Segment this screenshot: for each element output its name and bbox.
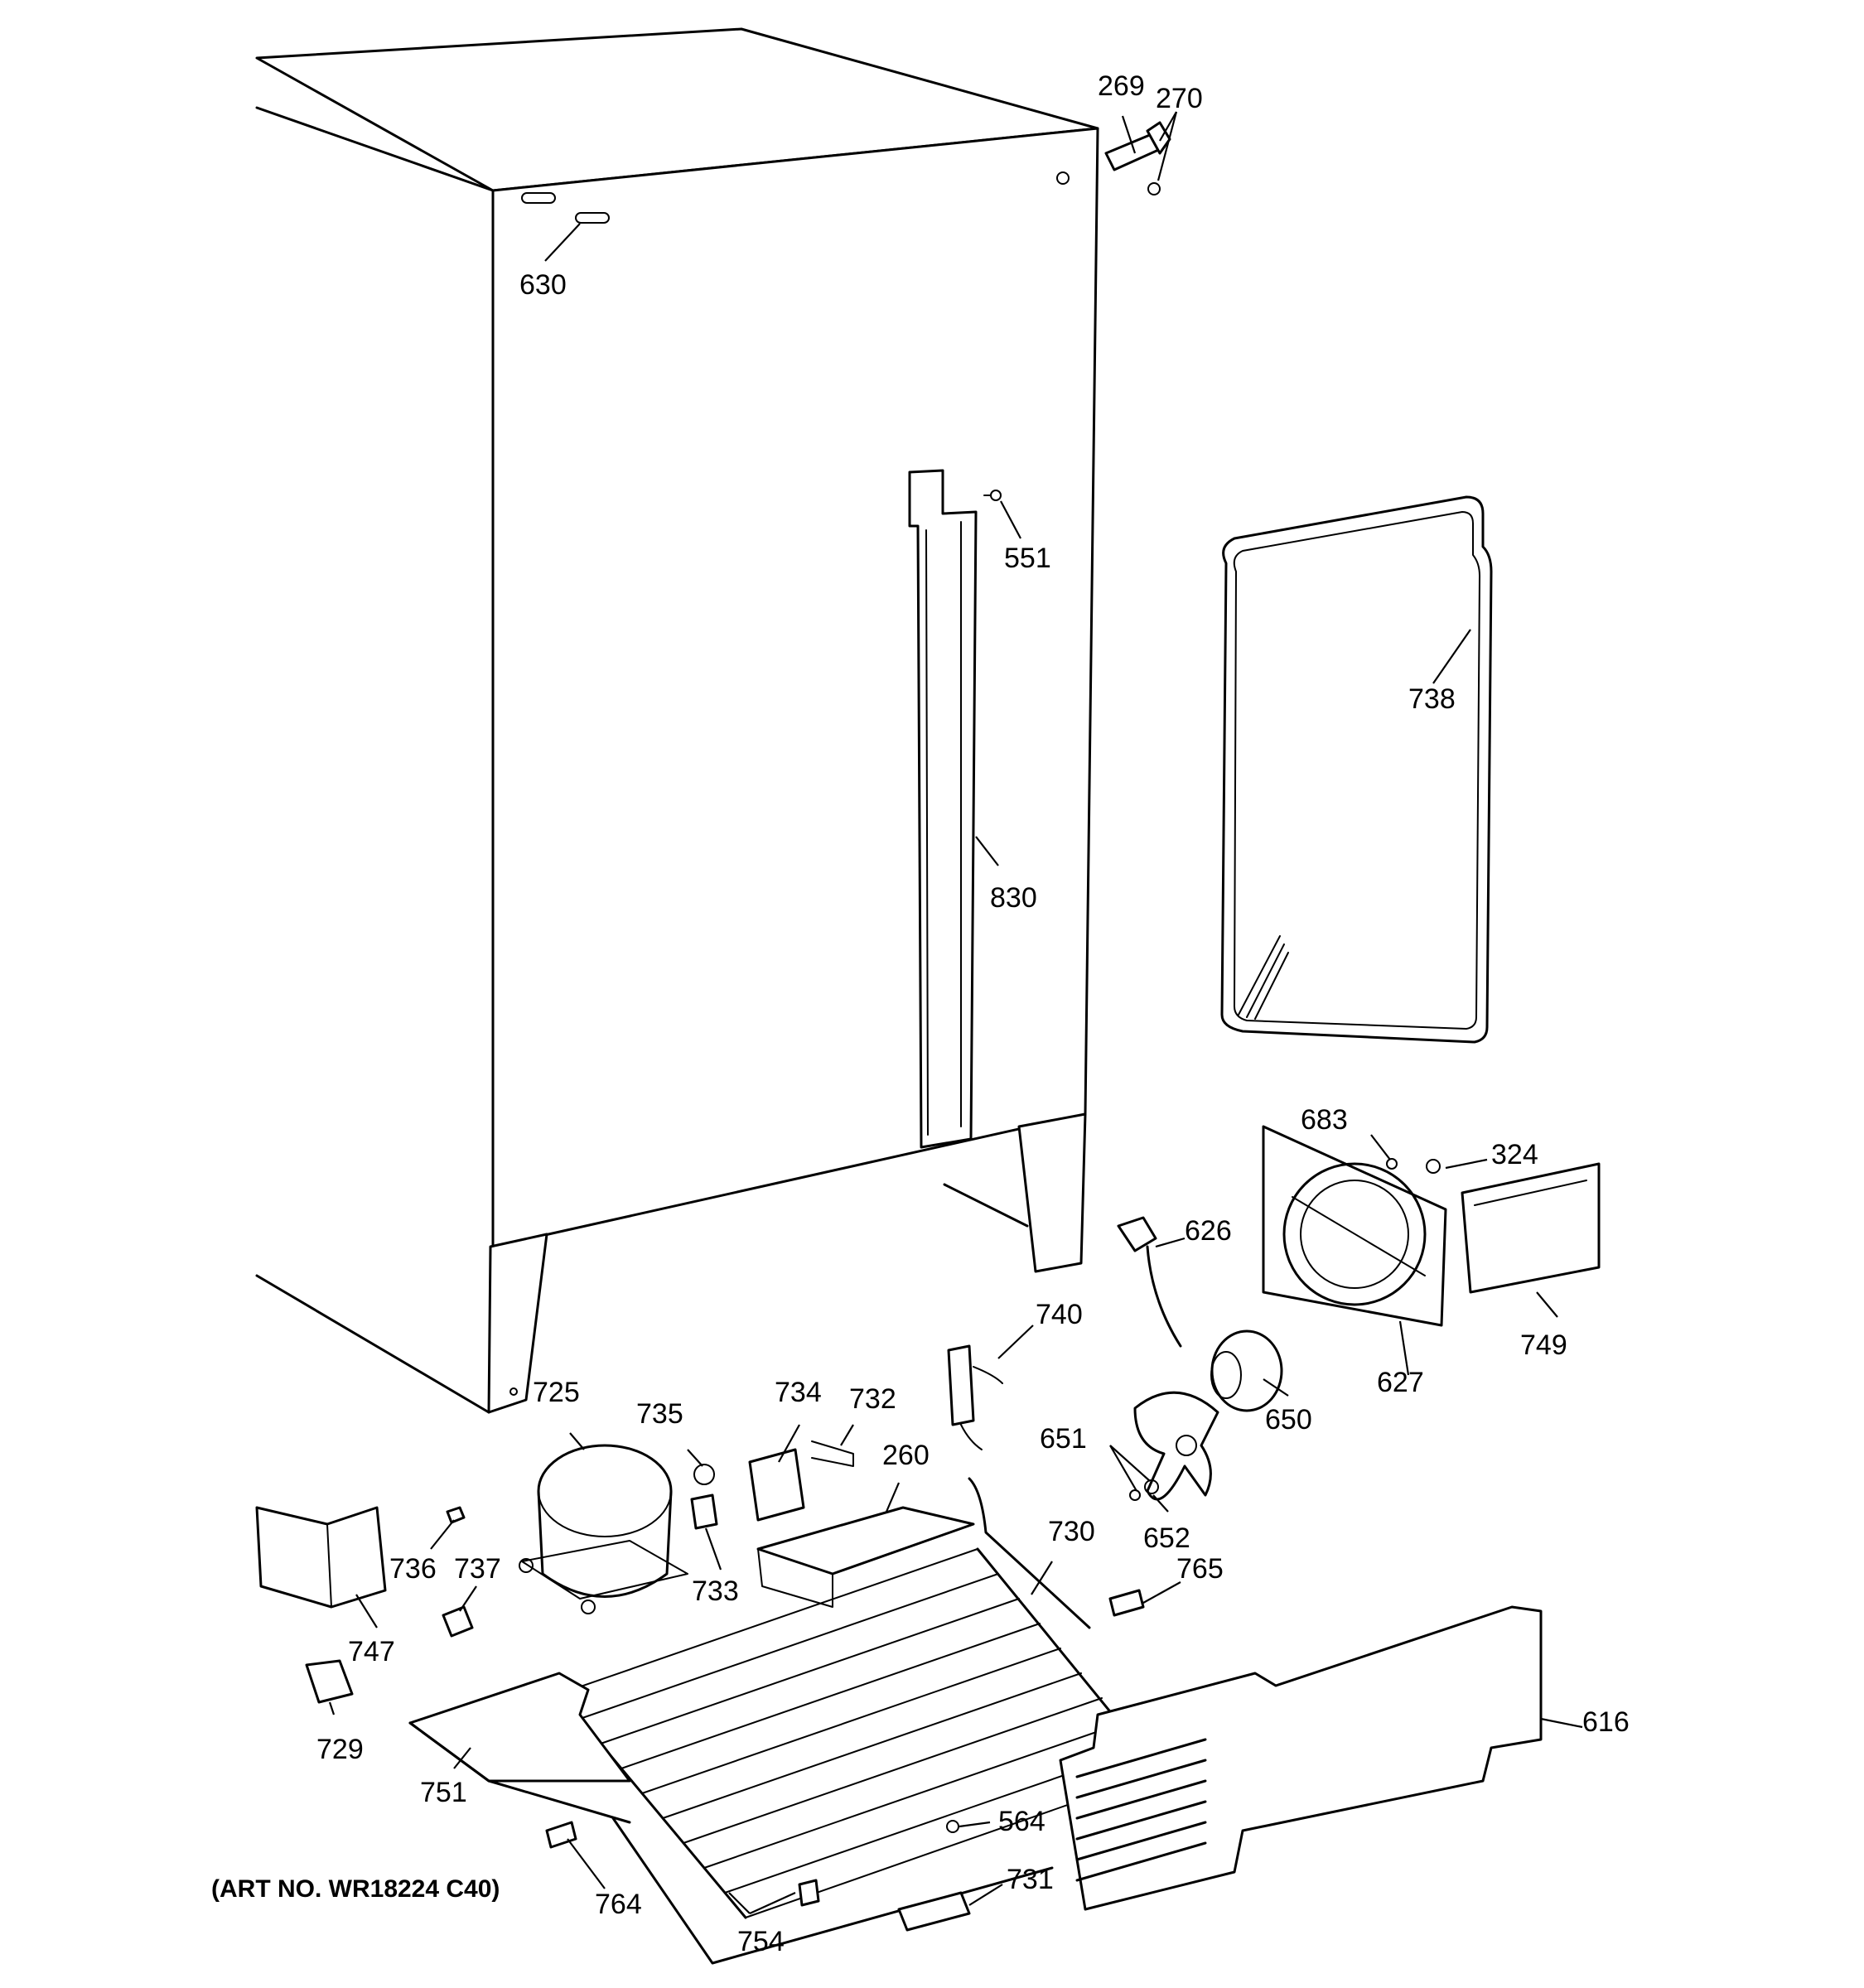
art-number: (ART NO. WR18224 C40) (211, 1875, 500, 1903)
label-683: 683 (1301, 1104, 1348, 1136)
component-740 (947, 1344, 1003, 1450)
label-564: 564 (998, 1806, 1045, 1837)
label-747: 747 (348, 1636, 395, 1667)
label-740: 740 (1036, 1299, 1083, 1330)
relay-729 (305, 1659, 354, 1704)
compressor-725 (519, 1444, 688, 1614)
fan-blade-651 (1129, 1391, 1219, 1501)
part-732 (811, 1440, 854, 1467)
label-652: 652 (1143, 1522, 1190, 1554)
label-650: 650 (1265, 1404, 1312, 1436)
screw-551 (983, 490, 1002, 501)
drain-pan-260 (756, 1506, 975, 1608)
part-737 (442, 1605, 474, 1638)
label-735: 735 (636, 1398, 683, 1430)
label-725: 725 (533, 1377, 580, 1408)
label-734: 734 (775, 1377, 822, 1408)
cord-626 (1117, 1216, 1182, 1348)
label-630: 630 (519, 269, 567, 301)
label-730: 730 (1048, 1516, 1095, 1547)
label-260: 260 (882, 1440, 930, 1471)
label-737: 737 (454, 1553, 501, 1585)
label-627: 627 (1377, 1367, 1424, 1398)
part-765 (1108, 1589, 1145, 1617)
bracket-747 (255, 1506, 387, 1609)
heater-loop-738 (1220, 495, 1493, 1044)
leader-lines (328, 111, 1583, 1915)
fan-shroud-627 (1262, 1125, 1447, 1327)
mullion-830 (908, 469, 978, 1149)
label-324: 324 (1491, 1139, 1538, 1170)
part-736 (446, 1506, 466, 1524)
label-736: 736 (389, 1553, 437, 1585)
part-735 (693, 1464, 715, 1485)
label-749: 749 (1520, 1329, 1567, 1361)
cover-749 (1461, 1162, 1601, 1294)
label-270: 270 (1156, 83, 1203, 114)
label-616: 616 (1582, 1706, 1630, 1738)
screw-324 (1426, 1159, 1441, 1174)
grille-panel-616 (1059, 1605, 1543, 1911)
part-734 (748, 1448, 805, 1522)
part-733 (690, 1493, 718, 1530)
label-732: 732 (849, 1383, 896, 1415)
label-729: 729 (316, 1734, 364, 1765)
label-738: 738 (1408, 683, 1456, 715)
bracket-731 (897, 1891, 971, 1932)
part-labels: 269 270 630 551 738 830 683 324 626 740 … (211, 70, 1630, 1957)
label-830: 830 (990, 882, 1037, 914)
label-751: 751 (420, 1777, 467, 1808)
label-733: 733 (692, 1575, 739, 1607)
label-551: 551 (1004, 543, 1051, 574)
label-765: 765 (1176, 1553, 1224, 1585)
label-626: 626 (1185, 1215, 1232, 1247)
fan-motor-650 (1210, 1329, 1283, 1412)
label-651: 651 (1040, 1423, 1087, 1455)
part-754 (798, 1879, 820, 1907)
label-764: 764 (595, 1889, 642, 1920)
label-754: 754 (737, 1926, 785, 1957)
part-269-270 (1104, 121, 1171, 195)
label-269: 269 (1098, 70, 1145, 102)
label-731: 731 (1007, 1864, 1054, 1895)
screw-564 (946, 1820, 959, 1833)
screw-683 (1386, 1158, 1398, 1170)
